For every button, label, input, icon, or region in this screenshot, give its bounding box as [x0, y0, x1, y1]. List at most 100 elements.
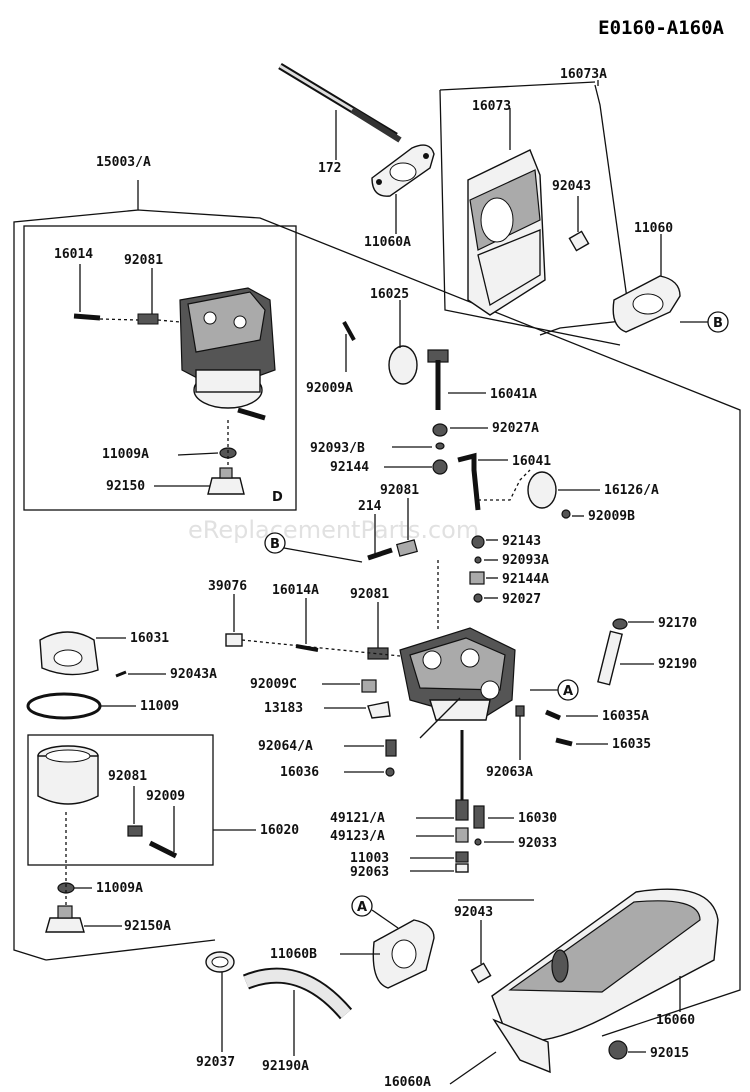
bracket-13183 [367, 701, 391, 719]
label-49123A: 49123/A [330, 829, 385, 844]
spring-16030 [473, 805, 485, 829]
jet-49123A [455, 827, 469, 843]
label-16073: 16073 [472, 99, 511, 114]
label-11003: 11003 [350, 851, 389, 866]
label-16014: 16014 [54, 247, 93, 262]
spring-92081-l [127, 825, 143, 837]
spring-92081-mid [396, 539, 418, 557]
label-16060: 16060 [656, 1013, 695, 1028]
label-16073A: 16073A [560, 67, 607, 82]
label-92143: 92143 [502, 534, 541, 549]
clamp-92170 [612, 618, 628, 630]
seal-92027 [473, 593, 483, 603]
watermark: eReplacementParts.com [188, 516, 479, 544]
label-11060B: 11060B [270, 947, 317, 962]
carburetor-body [399, 560, 516, 721]
svg-text:B: B [713, 316, 723, 331]
label-92144: 92144 [330, 460, 369, 475]
clip-92033 [474, 838, 482, 846]
label-214: 214 [358, 499, 382, 514]
label-16031: 16031 [130, 631, 169, 646]
choke-shaft-16041 [457, 452, 481, 511]
label-92009C: 92009C [250, 677, 297, 692]
label-16014A: 16014A [272, 583, 319, 598]
label-92009: 92009 [146, 789, 185, 804]
washer-92093A [474, 556, 482, 564]
label-92015: 92015 [650, 1046, 689, 1061]
label-13183: 13183 [264, 701, 303, 716]
label-16036: 16036 [280, 765, 319, 780]
screw-92009 [148, 840, 178, 859]
plug-16036 [385, 767, 395, 777]
label-16025: 16025 [370, 287, 409, 302]
pin-92043 [568, 230, 590, 252]
label-172: 172 [318, 161, 341, 176]
diagram-reference-code: E0160-A160A [598, 17, 724, 39]
screw-92009A [342, 321, 356, 341]
label-92027A: 92027A [492, 421, 539, 436]
callout-b-mid: B [264, 532, 286, 554]
label-92064A: 92064/A [258, 739, 313, 754]
label-39076: 39076 [208, 579, 247, 594]
bracket-16073A [539, 84, 631, 336]
label-92150A: 92150A [124, 919, 171, 934]
label-16035: 16035 [612, 737, 651, 752]
spring-92144A [469, 571, 485, 585]
label-11060A: 11060A [364, 235, 411, 250]
spring-92081-top [137, 313, 159, 325]
label-11009A-top: 11009A [102, 447, 149, 462]
insulator-16073 [467, 149, 546, 316]
label-92063: 92063 [350, 865, 389, 880]
air-cleaner-bracket-box [27, 734, 214, 866]
screw-92009B [561, 509, 571, 519]
bracket-39076 [225, 633, 243, 647]
carburetor-inset [179, 287, 276, 421]
pin-92043-bottom [470, 962, 492, 984]
label-11060: 11060 [634, 221, 673, 236]
label-92150: 92150 [106, 479, 145, 494]
screw-92043A [115, 670, 127, 678]
spring-92144 [432, 459, 448, 475]
label-92170: 92170 [658, 616, 697, 631]
label-92027: 92027 [502, 592, 541, 607]
air-cleaner-cup-16020 [37, 745, 99, 805]
svg-text:B: B [270, 537, 280, 552]
screw-16035A [545, 709, 561, 721]
screw-16014 [73, 313, 101, 321]
callout-a-mid: A [557, 679, 579, 701]
seal-92027A [432, 423, 448, 437]
clamp-16031 [39, 631, 99, 676]
label-92144A: 92144A [502, 572, 549, 587]
washer-11003 [455, 851, 469, 863]
assembly-frame [13, 180, 741, 1037]
label-92009A: 92009A [306, 381, 353, 396]
svg-text:A: A [357, 900, 367, 915]
gasket-11060 [612, 275, 681, 333]
label-92093B: 92093/B [310, 441, 365, 456]
nut-92150 [207, 467, 245, 495]
label-92009B: 92009B [588, 509, 635, 524]
label-92043: 92043 [552, 179, 591, 194]
label-92043-bottom: 92043 [454, 905, 493, 920]
label-92081-top: 92081 [124, 253, 163, 268]
leader-lines [74, 80, 681, 1085]
choke-plate-16126A [527, 471, 557, 509]
screw-92009C [361, 679, 377, 693]
stud-172 [278, 63, 402, 143]
label-16035A: 16035A [602, 709, 649, 724]
label-92190: 92190 [658, 657, 697, 672]
plug-92063A [515, 705, 525, 717]
throttle-plate-16025 [388, 345, 418, 385]
screw-16014A [295, 644, 319, 652]
label-16041: 16041 [512, 454, 551, 469]
label-92037: 92037 [196, 1055, 235, 1070]
label-16041A: 16041A [490, 387, 537, 402]
callout-b-top: B [707, 311, 729, 333]
jet-92064A [385, 739, 397, 757]
label-49121A: 49121/A [330, 811, 385, 826]
label-92081-l: 92081 [108, 769, 147, 784]
label-11009A-bot: 11009A [96, 881, 143, 896]
label-92043A: 92043A [170, 667, 217, 682]
label-92190A: 92190A [262, 1059, 309, 1074]
